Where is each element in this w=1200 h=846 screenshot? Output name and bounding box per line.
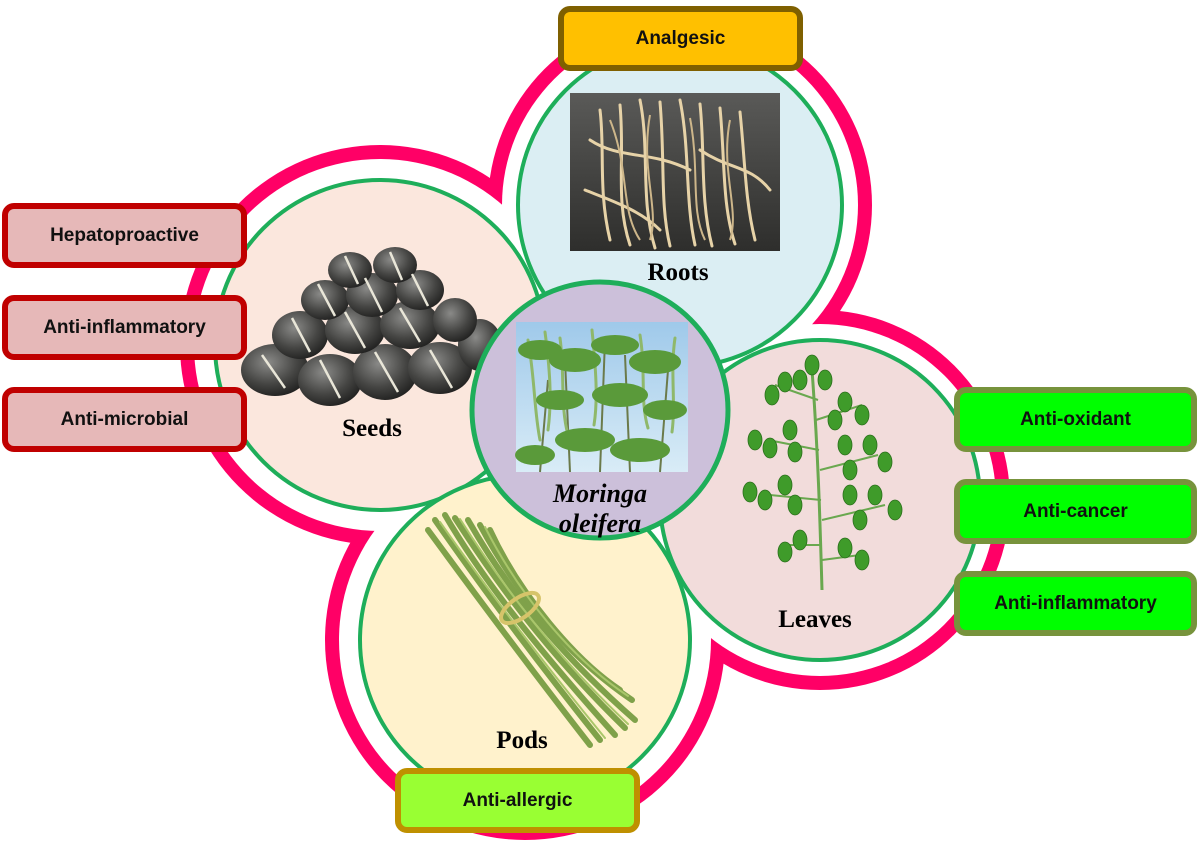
moringa-tree-photo [515,322,688,473]
center-title-line2: oleifera [559,509,641,538]
pods-photo [425,512,638,748]
tag-anti-allergic: Anti-allergic [395,768,640,833]
leaves-label: Leaves [778,606,852,633]
tag-anti-inflammatory-seeds: Anti-inflammatory [2,295,247,360]
roots-photo [570,93,780,251]
tag-anti-cancer: Anti-cancer [954,479,1197,544]
roots-label: Roots [647,259,708,286]
tag-hepatoprotective: Hepatoproactive [2,203,247,268]
center-title-line1: Moringa [552,479,647,508]
seeds-photo [241,247,502,406]
pods-label: Pods [496,727,548,754]
leaves-photo [742,354,903,591]
seeds-label: Seeds [342,415,402,442]
tag-anti-oxidant: Anti-oxidant [954,387,1197,452]
tag-analgesic: Analgesic [558,6,803,71]
tag-anti-microbial: Anti-microbial [2,387,247,452]
tag-anti-inflammatory-leaves: Anti-inflammatory [954,571,1197,636]
